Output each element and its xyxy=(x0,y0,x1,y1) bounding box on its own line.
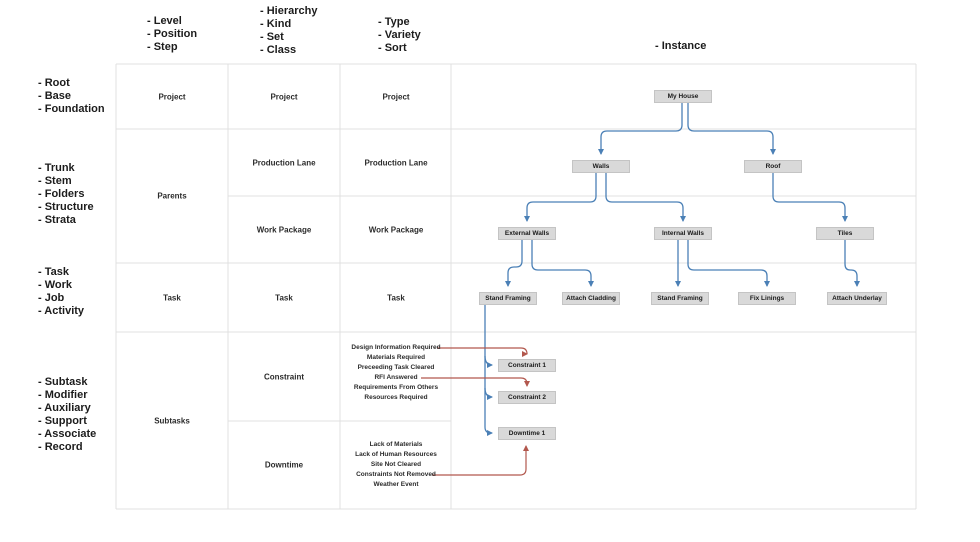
cell-type-work-package: Work Package xyxy=(368,225,424,235)
column-header-hierarchy: - Hierarchy - Kind - Set - Class xyxy=(260,5,317,57)
cell-hierarchy-work-package: Work Package xyxy=(256,225,312,235)
row-label-line: - Work xyxy=(38,279,73,291)
row-label-line: - Foundation xyxy=(38,103,105,115)
row-label-line: - Root xyxy=(38,77,70,89)
row-label-line: - Trunk xyxy=(38,162,75,174)
row-label-line: - Job xyxy=(38,292,65,304)
row-label-line: - Task xyxy=(38,266,69,278)
column-header-instance: - Instance xyxy=(655,40,706,53)
cell-hierarchy-task: Task xyxy=(275,293,293,303)
cell-hierarchy-production-lane: Production Lane xyxy=(252,158,316,168)
header-line: - Level xyxy=(147,15,182,27)
row-label-line: - Modifier xyxy=(38,389,88,401)
hierarchy-connectors xyxy=(484,103,860,436)
row-label-line: - Structure xyxy=(38,201,94,213)
downtime-item: Constraints Not Removed xyxy=(356,471,436,478)
row-label-line: - Base xyxy=(38,90,72,102)
downtime-item: Weather Event xyxy=(373,481,419,488)
tree-node-walls: Walls xyxy=(572,160,630,173)
cell-type-task: Task xyxy=(387,293,405,303)
column-header-level: - Level - Position - Step xyxy=(147,15,197,54)
row-label-subtasks: - Subtask - Modifier - Auxiliary - Suppo… xyxy=(38,376,96,454)
header-line: - Position xyxy=(147,28,198,40)
row-label-root: - Root - Base - Foundation xyxy=(38,77,105,116)
cell-hierarchy-constraint: Constraint xyxy=(264,372,304,382)
header-line: - Sort xyxy=(378,42,407,54)
tree-node-constraint-2: Constraint 2 xyxy=(498,391,556,404)
tree-node-tiles: Tiles xyxy=(816,227,874,240)
cell-type-production-lane: Production Lane xyxy=(364,158,428,168)
tree-node-attach-cladding: Attach Cladding xyxy=(562,292,620,305)
constraint-item: RFI Answered xyxy=(374,374,418,381)
cell-hierarchy-project: Project xyxy=(270,92,298,102)
row-label-line: - Strata xyxy=(38,214,76,226)
downtime-item-list: Lack of Materials Lack of Human Resource… xyxy=(355,440,437,490)
header-line: - Kind xyxy=(260,18,292,30)
row-label-line: - Support xyxy=(38,415,87,427)
tree-node-stand-framing-1: Stand Framing xyxy=(479,292,537,305)
header-line: - Type xyxy=(378,16,410,28)
header-line: - Variety xyxy=(378,29,421,41)
row-label-parents: - Trunk - Stem - Folders - Structure - S… xyxy=(38,162,94,227)
cell-level-project: Project xyxy=(158,92,186,102)
row-label-task: - Task - Work - Job - Activity xyxy=(38,266,84,318)
tree-node-roof: Roof xyxy=(744,160,802,173)
tree-node-constraint-1: Constraint 1 xyxy=(498,359,556,372)
downtime-item: Site Not Cleared xyxy=(370,461,422,468)
cell-level-task: Task xyxy=(163,293,181,303)
tree-node-my-house: My House xyxy=(654,90,712,103)
tree-node-fix-linings: Fix Linings xyxy=(738,292,796,305)
downtime-item: Lack of Human Resources xyxy=(355,451,437,458)
header-line: - Set xyxy=(260,31,284,43)
cell-type-project: Project xyxy=(382,92,410,102)
header-line: - Instance xyxy=(655,40,707,52)
downtime-item: Lack of Materials xyxy=(369,441,423,448)
constraint-connectors xyxy=(421,347,530,476)
row-label-line: - Stem xyxy=(38,175,72,187)
row-label-line: - Folders xyxy=(38,188,85,200)
row-label-line: - Subtask xyxy=(38,376,88,388)
constraint-item: Materials Required xyxy=(366,354,426,361)
tree-node-internal-walls: Internal Walls xyxy=(654,227,712,240)
constraint-item: Design Information Required xyxy=(351,344,441,351)
header-line: - Class xyxy=(260,44,297,56)
cell-level-parents: Parents xyxy=(157,191,187,201)
cell-hierarchy-downtime: Downtime xyxy=(264,460,304,470)
header-line: - Hierarchy xyxy=(260,5,318,17)
constraint-item: Requirements From Others xyxy=(353,384,439,391)
row-label-line: - Activity xyxy=(38,305,85,317)
column-header-type: - Type - Variety - Sort xyxy=(378,16,421,55)
constraint-item: Preceeding Task Cleared xyxy=(357,364,435,371)
row-label-line: - Associate xyxy=(38,428,97,440)
cell-level-subtasks: Subtasks xyxy=(154,416,190,426)
tree-node-external-walls: External Walls xyxy=(498,227,556,240)
constraint-item: Resources Required xyxy=(364,394,428,401)
table-grid xyxy=(115,63,917,510)
tree-node-attach-underlay: Attach Underlay xyxy=(827,292,887,305)
header-line: - Step xyxy=(147,41,178,53)
tree-node-stand-framing-2: Stand Framing xyxy=(651,292,709,305)
row-label-line: - Auxiliary xyxy=(38,402,91,414)
tree-node-downtime-1: Downtime 1 xyxy=(498,427,556,440)
row-label-line: - Record xyxy=(38,441,83,453)
constraint-item-list: Design Information Required Materials Re… xyxy=(351,343,440,403)
